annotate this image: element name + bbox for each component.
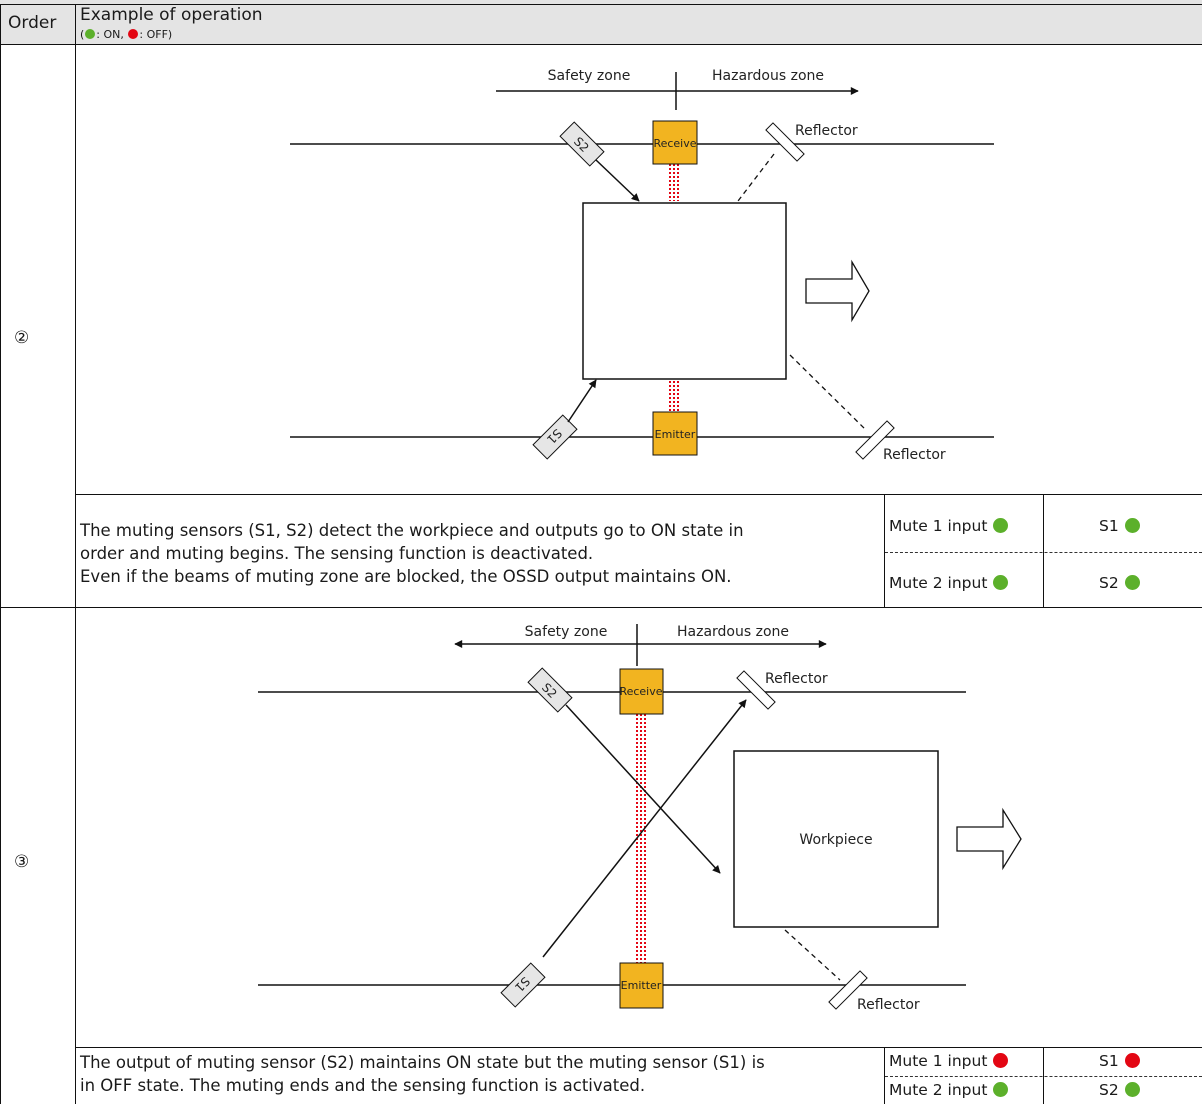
s2-label: S2 [1099,1081,1119,1099]
s2-detection-arrow [595,159,640,202]
row2-mute2-input: Mute 2 input [889,574,1009,592]
reflector-top [765,122,805,162]
row3-s1-state: S1 [1099,1052,1141,1070]
receiver-box [652,120,698,165]
description-line: The muting sensors (S1, S2) detect the w… [80,521,744,540]
legend: ( : ON, : OFF) [80,28,172,42]
row2-status-left-border [884,494,885,607]
hazardous-zone-label: Hazardous zone [712,68,824,84]
description-line: order and muting begins. The sensing fun… [80,544,594,563]
off-indicator-icon [128,29,139,39]
off-indicator-icon [993,1053,1009,1068]
description-line: The output of muting sensor (S2) maintai… [80,1053,765,1072]
table-left-border [0,4,1,1104]
s1-detection-arrow [542,699,747,958]
reflected-beam-bottom [784,929,841,981]
emitter-box [652,411,698,456]
on-indicator-icon [993,518,1009,533]
receiver-box [619,668,664,715]
reflector-bottom-label: Reflector [883,447,946,463]
reflector-top [736,670,776,710]
s1-detection-arrow [567,379,597,423]
on-indicator-icon [1124,1082,1140,1097]
reflector-bottom-label: Reflector [857,997,920,1013]
example-column-header: Example of operation [80,5,263,25]
mute1-label: Mute 1 input [889,517,988,535]
reflector-bottom [855,420,895,460]
direction-arrow [956,807,1022,871]
description-line: in OFF state. The muting ends and the se… [80,1076,646,1095]
legend-off-text: : OFF) [139,28,173,41]
row3-status-divider [885,1076,1202,1077]
reflector-bottom [828,970,868,1010]
order-number-2: ② [14,328,30,348]
row3-mute1-input: Mute 1 input [889,1052,1009,1070]
sensor-s1: S1 [500,962,546,1008]
order-column-border [75,4,76,1104]
row3-s2-state: S2 [1099,1081,1141,1099]
row2-diagram-bottom-border [75,494,1202,495]
emitter-label: Emitter [655,428,696,441]
row3-status-mid-border [1043,1047,1044,1104]
mute2-label: Mute 2 input [889,1081,988,1099]
header-bottom-border [0,44,1202,45]
workpiece-label: Workpiece [799,832,872,848]
description-line: Even if the beams of muting zone are blo… [80,567,732,586]
s2-detection-arrow [565,704,721,874]
table-header [0,0,1202,44]
legend-open: ( [80,28,85,41]
sensor-s2: S2 [559,121,605,167]
emitter-label: Emitter [621,979,662,992]
order-column-header: Order [8,13,57,33]
reflected-beam-top [737,153,775,202]
receiver-label: Receive [653,137,696,150]
on-indicator-icon [85,29,96,39]
s1-label: S1 [1099,1052,1119,1070]
row3-mute2-input: Mute 2 input [889,1081,1009,1099]
row2-s1-state: S1 [1099,517,1141,535]
row-separator [0,607,1202,608]
diagram-row2: Safety zone Hazardous zone Receive Emitt… [290,68,994,463]
row2-status-mid-border [1043,494,1044,607]
row2-s2-state: S2 [1099,574,1141,592]
safety-zone-label: Safety zone [525,624,608,640]
row3-diagram-bottom-border [75,1047,1202,1048]
on-indicator-icon [1124,575,1140,590]
reflector-top-label: Reflector [765,671,828,687]
direction-arrow [805,259,870,323]
reflector-top-label: Reflector [795,123,858,139]
diagram-row3: Safety zone Hazardous zone Receive Emitt… [258,624,1022,1013]
row2-status-divider [885,552,1202,553]
mute2-label: Mute 2 input [889,574,988,592]
hazardous-zone-label: Hazardous zone [677,624,789,640]
reflected-beam-bottom [789,354,867,431]
order-number-3: ③ [14,852,30,872]
row3-description: The output of muting sensor (S2) maintai… [80,1051,765,1097]
sensor-s2: S2 [527,667,573,713]
sensor-s1: S1 [532,414,578,460]
s1-label: S1 [1099,517,1119,535]
s2-label: S2 [1099,574,1119,592]
on-indicator-icon [993,575,1009,590]
mute1-label: Mute 1 input [889,1052,988,1070]
table-top-border [0,4,1202,5]
row2-description: The muting sensors (S1, S2) detect the w… [80,519,744,588]
receiver-label: Receive [619,685,662,698]
legend-on-text: : ON, [96,28,128,41]
row3-status-left-border [884,1047,885,1104]
safety-zone-label: Safety zone [548,68,631,84]
workpiece-box [733,750,939,928]
off-indicator-icon [1124,1053,1140,1068]
workpiece-box [582,202,787,380]
row2-mute1-input: Mute 1 input [889,517,1009,535]
emitter-box [619,962,664,1009]
on-indicator-icon [993,1082,1009,1097]
on-indicator-icon [1124,518,1140,533]
